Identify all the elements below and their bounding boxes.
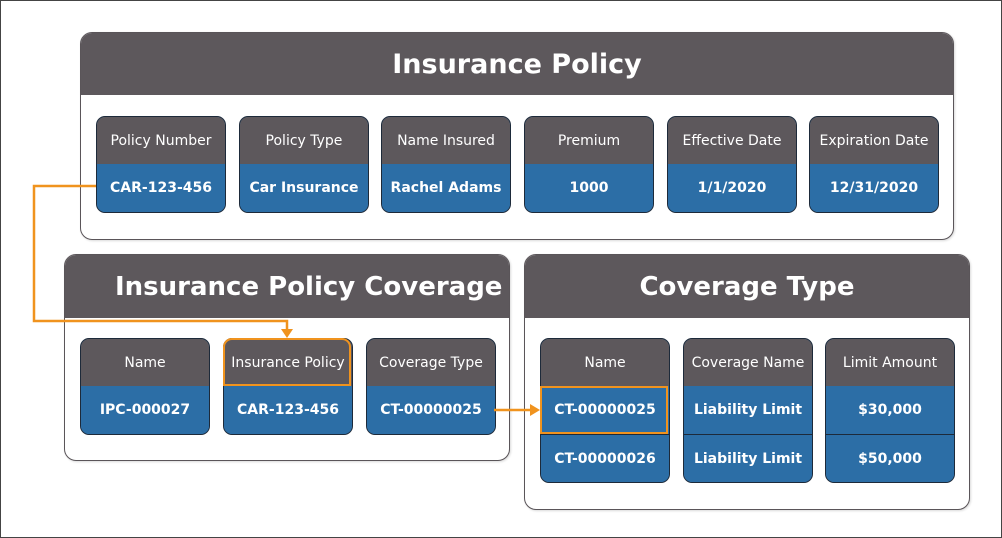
field-value: CT-00000026 xyxy=(541,434,669,482)
field-value: $30,000 xyxy=(826,386,954,434)
field-value: Liability Limit xyxy=(684,434,812,482)
coverage-type-name-card: Name CT-00000025 CT-00000026 xyxy=(540,338,670,483)
field-value: Liability Limit xyxy=(684,386,812,434)
field-label: Name xyxy=(541,339,669,386)
field-label: Name xyxy=(81,339,209,386)
field-label: Effective Date xyxy=(668,117,796,164)
policy-type-card: Policy Type Car Insurance xyxy=(239,116,369,213)
coverage-name-card: Name IPC-000027 xyxy=(80,338,210,435)
panel-title: Coverage Type xyxy=(525,255,969,318)
limit-amount-card: Limit Amount $30,000 $50,000 xyxy=(825,338,955,483)
field-value: $50,000 xyxy=(826,434,954,482)
field-label: Coverage Name xyxy=(684,339,812,386)
field-label: Limit Amount xyxy=(826,339,954,386)
field-label: Insurance Policy xyxy=(224,339,352,386)
field-label: Policy Type xyxy=(240,117,368,164)
effective-date-card: Effective Date 1/1/2020 xyxy=(667,116,797,213)
policy-number-card: Policy Number CAR-123-456 xyxy=(96,116,226,213)
field-label: Premium xyxy=(525,117,653,164)
policy-number-connector xyxy=(32,184,289,330)
field-label: Name Insured xyxy=(382,117,510,164)
field-value: 1/1/2020 xyxy=(668,164,796,212)
expiration-date-card: Expiration Date 12/31/2020 xyxy=(809,116,939,213)
arrow-down-icon xyxy=(281,329,293,338)
panel-title: Insurance Policy Coverage xyxy=(65,255,509,318)
field-value: CAR-123-456 xyxy=(224,386,352,434)
field-value: CT-00000025 xyxy=(367,386,495,434)
arrow-right-icon xyxy=(530,404,540,416)
coverage-name-field-card: Coverage Name Liability Limit Liability … xyxy=(683,338,813,483)
field-value: IPC-000027 xyxy=(81,386,209,434)
coverage-insurance-policy-card: Insurance Policy CAR-123-456 xyxy=(223,338,353,435)
coverage-type-ref-card: Coverage Type CT-00000025 xyxy=(366,338,496,435)
field-value: 12/31/2020 xyxy=(810,164,938,212)
field-label: Policy Number xyxy=(97,117,225,164)
field-value: 1000 xyxy=(525,164,653,212)
field-value: Car Insurance xyxy=(240,164,368,212)
field-value: CT-00000025 xyxy=(541,386,669,434)
field-value: CAR-123-456 xyxy=(97,164,225,212)
premium-card: Premium 1000 xyxy=(524,116,654,213)
field-label: Expiration Date xyxy=(810,117,938,164)
field-label: Coverage Type xyxy=(367,339,495,386)
name-insured-card: Name Insured Rachel Adams xyxy=(381,116,511,213)
field-value: Rachel Adams xyxy=(382,164,510,212)
panel-title: Insurance Policy xyxy=(81,33,953,95)
